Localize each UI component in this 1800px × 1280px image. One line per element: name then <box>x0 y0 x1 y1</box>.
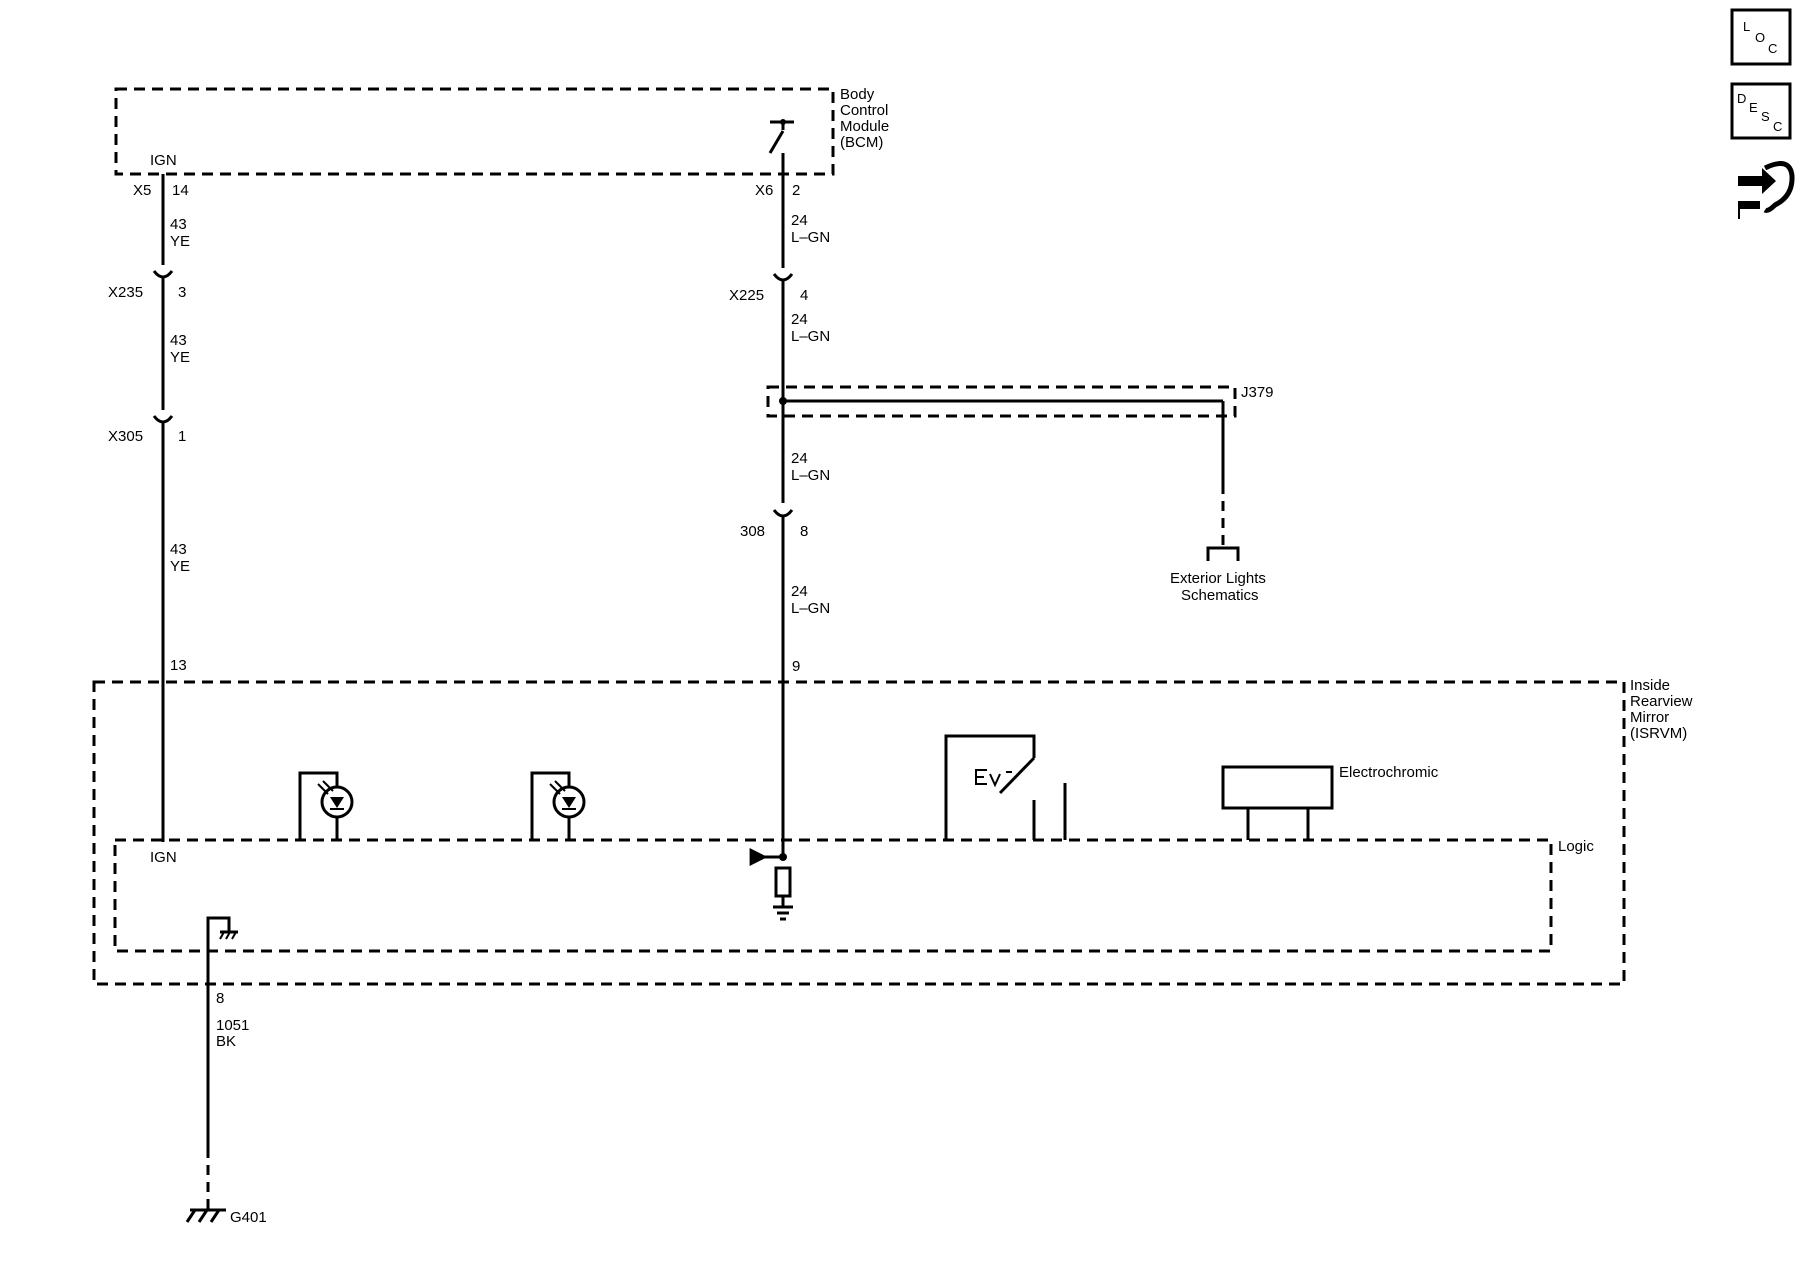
signal-inline-connector-2[interactable]: 308 8 <box>740 509 808 540</box>
splice-pack-outline <box>766 385 1237 418</box>
splice-pack-j379[interactable]: J379 <box>766 384 1274 561</box>
isrvm-label-line-3: Mirror <box>1630 709 1669 726</box>
signal-wire-1-gauge: 24 <box>791 212 808 229</box>
ign-wire-1-color: YE <box>170 233 190 250</box>
signal-wire-3-color: L–GN <box>791 467 830 484</box>
signal-circuit[interactable]: X6 2 24 L–GN X225 4 24 L–GN J379 24 L–GN… <box>729 174 1274 857</box>
exterior-lights-reference-bracket <box>1206 546 1240 561</box>
bcm-label-line-1: Body <box>840 86 875 103</box>
ign-bcm-connector: X5 <box>133 182 151 199</box>
logic-label: Logic <box>1558 838 1594 855</box>
signal-inline-1-pin: 4 <box>800 287 808 304</box>
svg-text:O: O <box>1755 30 1765 45</box>
signal-wire-3-gauge: 24 <box>791 450 808 467</box>
ign-inline-connector-1[interactable]: X235 3 <box>108 270 186 301</box>
ground-symbol-icon <box>185 1208 226 1223</box>
ground-wire-gauge: 1051 <box>216 1017 249 1034</box>
electrochromic-icon <box>1221 765 1334 810</box>
location-icon <box>1730 8 1792 66</box>
loc-button[interactable]: L O C <box>1730 8 1792 66</box>
bcm-label-line-3: Module <box>840 118 889 135</box>
signal-inline-2-pin: 8 <box>800 523 808 540</box>
bcm-label-line-4: (BCM) <box>840 134 883 151</box>
internal-ground-icon <box>206 916 238 984</box>
signal-bcm-pin: 2 <box>792 182 800 199</box>
ground-wire-color: BK <box>216 1033 236 1050</box>
ign-wire-1-gauge: 43 <box>170 216 187 233</box>
ign-inline-connector-2[interactable]: X305 1 <box>108 415 186 445</box>
ign-wire-2-gauge: 43 <box>170 332 187 349</box>
ign-circuit[interactable]: X5 14 43 YE X235 3 43 YE X305 1 43 YE 13 <box>108 174 190 842</box>
logic-block-outline <box>113 838 1553 953</box>
signal-inline-connector-1[interactable]: X225 4 <box>729 273 808 304</box>
ign-wire-2-color: YE <box>170 349 190 366</box>
bcm-ign-label: IGN <box>150 152 177 169</box>
isrvm-label-line-1: Inside <box>1630 677 1670 694</box>
ign-inline-1-connector: X235 <box>108 284 143 301</box>
signal-wire-4-gauge: 24 <box>791 583 808 600</box>
logic-ign-label: IGN <box>150 849 177 866</box>
bcm-outline <box>114 87 835 176</box>
electrochromic-element: Electrochromic <box>1221 764 1439 840</box>
ground-mirror-pin: 8 <box>216 990 224 1007</box>
svg-text:E: E <box>1749 100 1758 115</box>
light-sensor-1-icon <box>298 771 354 840</box>
light-sensor-2-icon <box>530 771 586 840</box>
svg-text:S: S <box>1761 109 1770 124</box>
signal-wire-2-gauge: 24 <box>791 311 808 328</box>
connector-end-view-button[interactable] <box>1738 161 1795 220</box>
desc-button[interactable]: D E S C <box>1730 82 1792 140</box>
pulldown-resistor-icon <box>774 866 792 898</box>
signal-bcm-connector: X6 <box>755 182 773 199</box>
isrvm-module[interactable]: Inside Rearview Mirror (ISRVM) Logic IGN <box>92 677 1693 986</box>
svg-text:L: L <box>1743 19 1750 34</box>
reverse-switch-icon <box>944 734 1067 840</box>
ign-inline-2-pin: 1 <box>178 428 186 445</box>
signal-inline-1-connector: X225 <box>729 287 764 304</box>
bcm-output-switch <box>768 119 794 174</box>
signal-input-pulldown <box>749 848 793 921</box>
signal-wire-1-color: L–GN <box>791 229 830 246</box>
isrvm-outline <box>92 680 1626 986</box>
svg-text:C: C <box>1773 119 1782 134</box>
signal-mirror-pin: 9 <box>792 658 800 675</box>
svg-text:D: D <box>1737 91 1746 106</box>
splice-pack-label: J379 <box>1241 384 1274 401</box>
exterior-lights-label-line-1[interactable]: Exterior Lights <box>1170 570 1266 587</box>
ign-mirror-pin: 13 <box>170 657 187 674</box>
connector-end-view-icon <box>1738 161 1795 219</box>
isrvm-label-line-4: (ISRVM) <box>1630 725 1687 742</box>
exterior-lights-label-line-2[interactable]: Schematics <box>1181 587 1259 604</box>
electrochromic-label: Electrochromic <box>1339 764 1439 781</box>
ign-wire-3-color: YE <box>170 558 190 575</box>
ign-inline-1-pin: 3 <box>178 284 186 301</box>
signal-inline-2-connector: 308 <box>740 523 765 540</box>
bcm-label-line-2: Control <box>840 102 888 119</box>
ign-inline-2-connector: X305 <box>108 428 143 445</box>
signal-wire-2-color: L–GN <box>791 328 830 345</box>
ign-bcm-pin: 14 <box>172 182 189 199</box>
ground-point-label: G401 <box>230 1209 267 1226</box>
ign-wire-3-gauge: 43 <box>170 541 187 558</box>
ground-circuit[interactable]: 8 1051 BK G401 <box>185 984 267 1226</box>
description-icon <box>1730 82 1792 140</box>
signal-wire-4-color: L–GN <box>791 600 830 617</box>
isrvm-label-line-2: Rearview <box>1630 693 1693 710</box>
svg-text:C: C <box>1768 41 1777 56</box>
bcm-module[interactable]: Body Control Module (BCM) IGN <box>114 86 889 176</box>
